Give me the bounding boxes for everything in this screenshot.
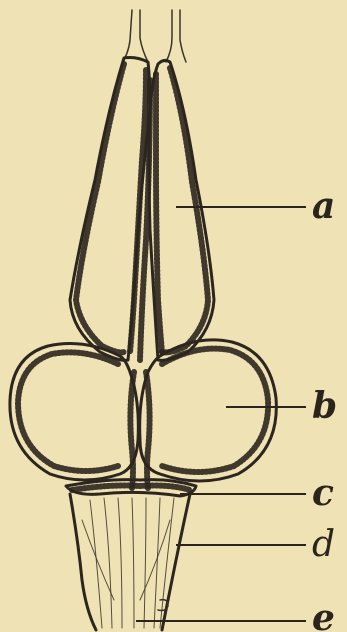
filament-tips: [124, 10, 186, 62]
label-d: d: [312, 524, 335, 565]
label-a: a: [312, 185, 335, 227]
labels: a b c d e: [312, 185, 337, 632]
leader-lines: [136, 207, 306, 621]
upper-structure-a: [70, 58, 214, 361]
round-lobes-b: [10, 340, 276, 488]
label-b: b: [312, 385, 337, 427]
label-e: e: [312, 597, 335, 632]
label-c: c: [312, 472, 334, 514]
stalk-d: [70, 494, 190, 630]
